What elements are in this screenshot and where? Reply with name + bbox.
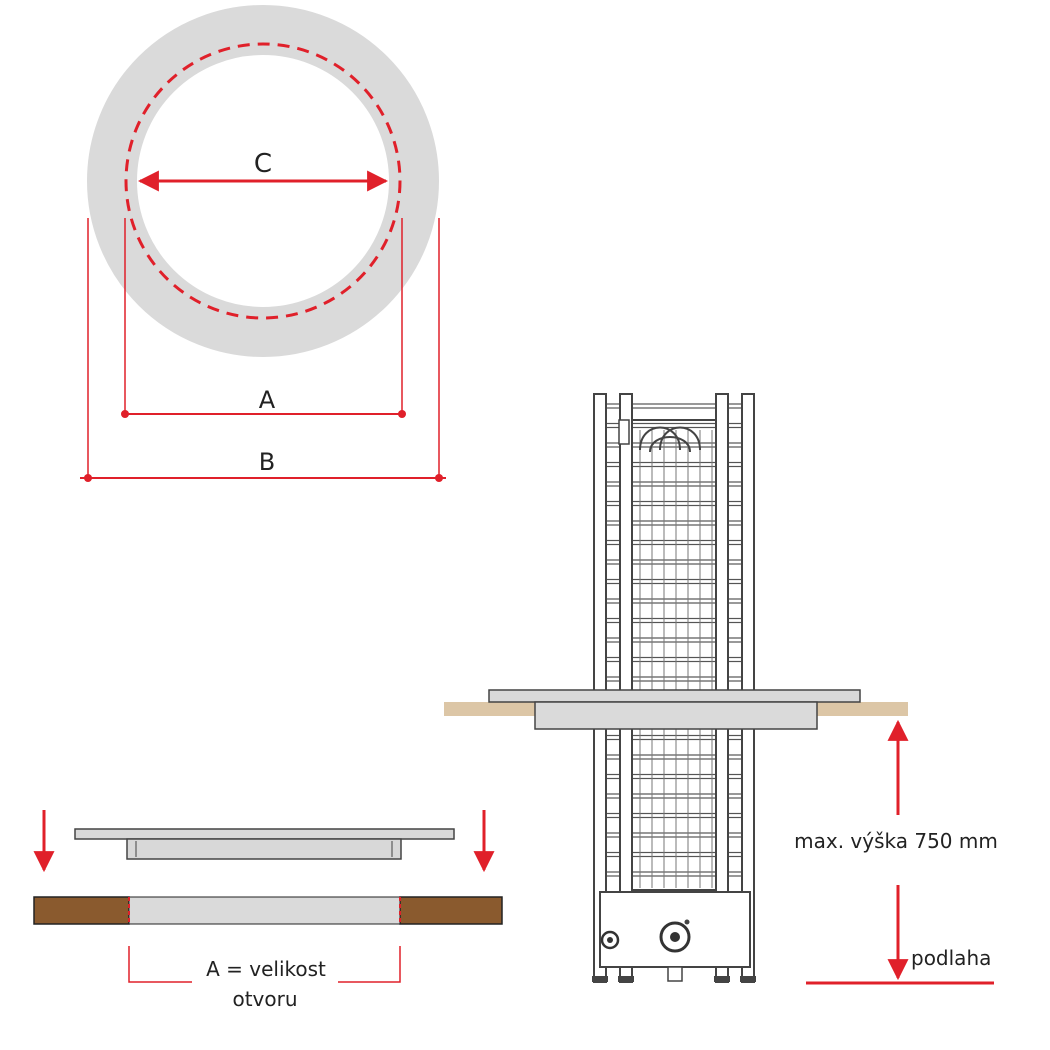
ceiling-opening bbox=[128, 896, 401, 925]
heater-bar bbox=[593, 481, 755, 487]
dimension-b-label: B bbox=[259, 448, 275, 476]
floor-label: podlaha bbox=[911, 946, 991, 970]
heater-bar bbox=[593, 422, 755, 429]
dimension-a-label: A bbox=[259, 386, 276, 414]
indicator-dot bbox=[684, 919, 690, 925]
max-height-label: max. výška 750 mm bbox=[794, 829, 998, 853]
heater-bar bbox=[593, 676, 755, 682]
heater-bar bbox=[593, 734, 755, 741]
heater-grid-bars bbox=[593, 403, 755, 877]
heater-bar bbox=[593, 598, 755, 604]
foot-1 bbox=[592, 976, 608, 982]
heater-bar bbox=[593, 851, 755, 858]
ceiling-collar-flange bbox=[488, 689, 861, 703]
heater-bar bbox=[593, 539, 755, 546]
opening-bracket bbox=[128, 946, 192, 983]
collar-body bbox=[126, 838, 402, 860]
heater-bar bbox=[593, 793, 755, 799]
installation-detail: A = velikost otvoru bbox=[33, 810, 503, 1011]
opening-label-line1: A = velikost bbox=[206, 957, 326, 981]
foot-3 bbox=[714, 976, 730, 982]
inner-cage-grid bbox=[639, 430, 713, 888]
side-connector-center bbox=[607, 937, 613, 943]
heater-bar bbox=[593, 442, 755, 448]
ceiling-board-right bbox=[399, 896, 503, 925]
inner-cage bbox=[629, 419, 721, 891]
ring-plan-view: C A B bbox=[80, 5, 446, 482]
foot-2 bbox=[618, 976, 634, 982]
ceiling-collar-body bbox=[534, 701, 818, 730]
dimension-c-label: C bbox=[254, 149, 272, 179]
control-box-foot bbox=[667, 966, 683, 982]
heater-bar bbox=[593, 637, 755, 643]
opening-dashed-circle bbox=[124, 42, 402, 320]
foot-4 bbox=[740, 976, 756, 982]
heater-bar bbox=[593, 754, 755, 760]
heater-bar bbox=[593, 812, 755, 819]
heater-bar bbox=[593, 461, 755, 468]
top-bracket bbox=[618, 419, 630, 445]
heater-bar bbox=[593, 773, 755, 780]
heater-elevation: max. výška 750 mm podlaha bbox=[444, 393, 998, 985]
control-knob-center bbox=[670, 932, 680, 942]
heater-bar bbox=[593, 617, 755, 624]
heater-bar bbox=[593, 403, 755, 409]
heater-bar bbox=[593, 832, 755, 838]
heater-bar bbox=[593, 871, 755, 877]
heater-bar bbox=[593, 500, 755, 507]
heater-bar bbox=[593, 559, 755, 565]
collar-ring bbox=[87, 5, 439, 357]
opening-bracket-right bbox=[338, 946, 401, 983]
heater-bar bbox=[593, 656, 755, 663]
collar-flange bbox=[74, 828, 455, 840]
heating-element-loops bbox=[639, 426, 701, 453]
dimension-b-end-right bbox=[435, 474, 443, 482]
dimension-a-end-right bbox=[398, 410, 406, 418]
opening-label-line2: otvoru bbox=[232, 987, 297, 1011]
dimension-a-end-left bbox=[121, 410, 129, 418]
heater-bar bbox=[593, 578, 755, 585]
dimension-b-end-left bbox=[84, 474, 92, 482]
ceiling-board-left bbox=[33, 896, 130, 925]
heater-bar bbox=[593, 520, 755, 526]
